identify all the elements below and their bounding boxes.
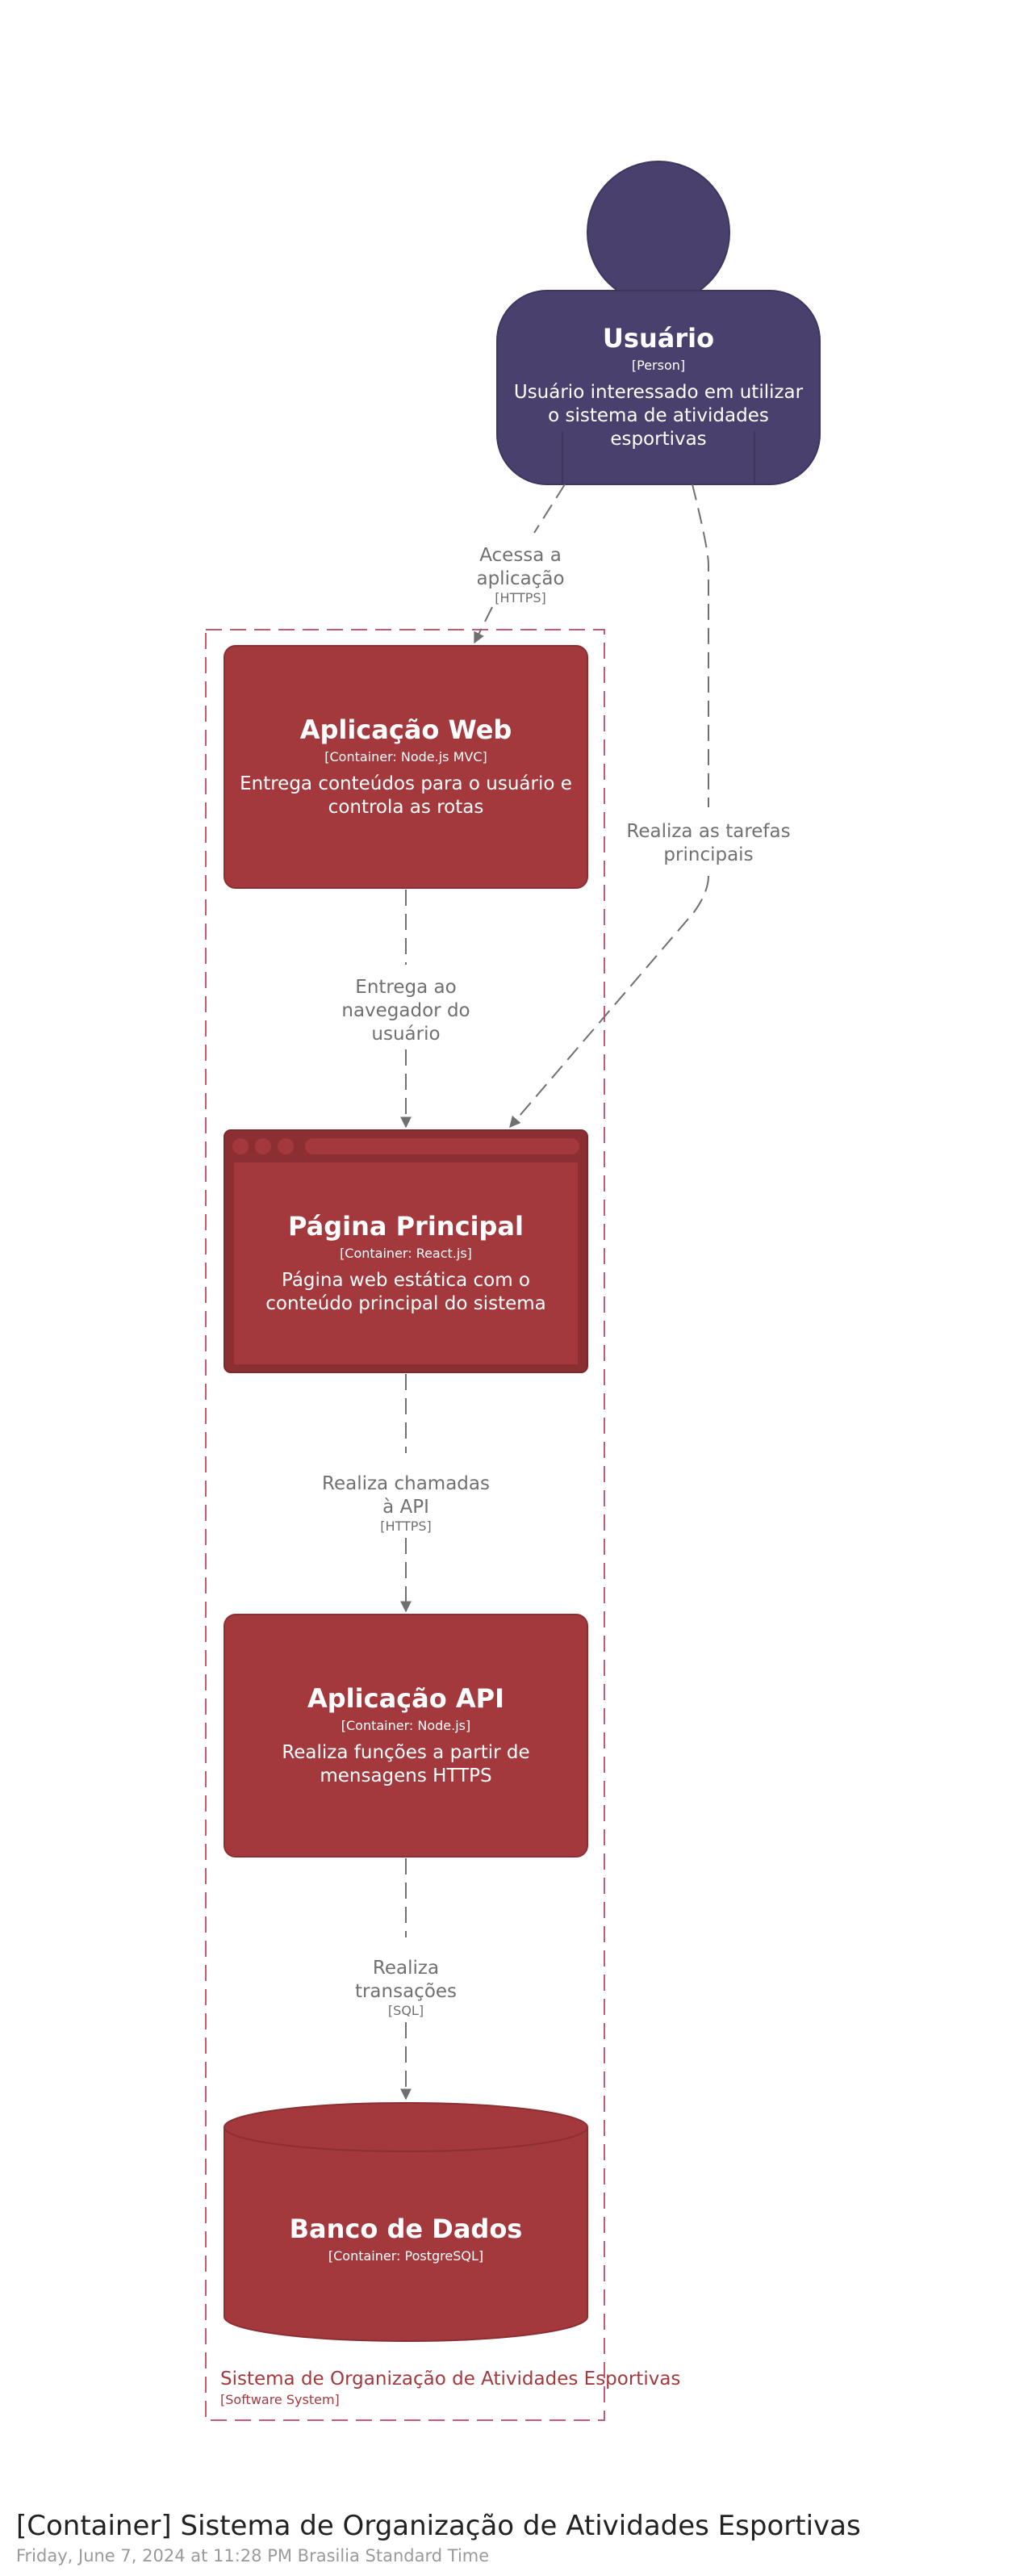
diagram-timestamp: Friday, June 7, 2024 at 11:28 PM Brasili… <box>16 2546 489 2566</box>
relationship-label: Entrega ao <box>355 977 456 998</box>
browser-address-bar <box>305 1138 579 1154</box>
database-cylinder-icon <box>224 2127 588 2342</box>
relationship-api-to-db: Realiza transações [SQL] <box>355 1858 457 2101</box>
browser-dot-icon <box>278 1138 294 1154</box>
relationship-tech: [HTTPS] <box>495 590 546 605</box>
main-page-description-line: conteúdo principal do sistema <box>265 1293 545 1314</box>
relationship-label: Realiza <box>373 1958 439 1979</box>
relationship-label: Realiza chamadas <box>322 1473 490 1494</box>
person-usuario[interactable]: Usuário [Person] Usuário interessado em … <box>496 161 821 485</box>
diagram-footer: [Container] Sistema de Organização de At… <box>16 2510 861 2566</box>
relationship-tech: [HTTPS] <box>380 1518 432 1534</box>
boundary-name: Sistema de Organização de Atividades Esp… <box>220 2369 680 2390</box>
web-app-name: Aplicação Web <box>300 714 512 745</box>
relationship-label: principais <box>663 844 753 865</box>
relationship-label: Acessa a <box>479 545 562 566</box>
relationship-page-to-api: Realiza chamadas à API [HTTPS] <box>322 1374 490 1613</box>
browser-dot-icon <box>255 1138 271 1154</box>
api-type: [Container: Node.js] <box>341 1718 471 1733</box>
main-page-type: [Container: React.js] <box>340 1246 472 1261</box>
boundary-type: [Software System] <box>220 2392 340 2407</box>
person-description-line: Usuário interessado em utilizar <box>514 382 804 403</box>
system-boundary: Sistema de Organização de Atividades Esp… <box>205 629 680 2421</box>
web-app-description-line: Entrega conteúdos para o usuário e <box>240 773 572 794</box>
relationship-label: Realiza as tarefas <box>626 821 790 842</box>
main-page-description-line: Página web estática com o <box>282 1270 530 1291</box>
api-description-line: Realiza funções a partir de <box>282 1742 529 1763</box>
container-api[interactable]: Aplicação API [Container: Node.js] Reali… <box>224 1614 588 1858</box>
person-description-line: esportivas <box>610 429 706 450</box>
relationship-label: usuário <box>371 1024 440 1045</box>
relationship-label: à API <box>382 1497 429 1518</box>
database-name: Banco de Dados <box>290 2214 523 2244</box>
container-main-page[interactable]: Página Principal [Container: React.js] P… <box>224 1129 588 1373</box>
browser-dot-icon <box>232 1138 249 1154</box>
relationship-label: transações <box>355 1981 457 2002</box>
api-name: Aplicação API <box>307 1683 504 1714</box>
relationship-person-to-web: Acessa a aplicação [HTTPS] <box>474 484 566 644</box>
person-type: [Person] <box>632 358 685 373</box>
api-description-line: mensagens HTTPS <box>320 1766 491 1786</box>
container-web-app[interactable]: Aplicação Web [Container: Node.js MVC] E… <box>224 645 588 889</box>
person-head-icon <box>587 161 730 304</box>
person-description-line: o sistema de atividades <box>548 405 769 426</box>
relationship-tech: [SQL] <box>388 2003 424 2018</box>
relationship-web-to-page: Entrega ao navegador do usuário <box>341 890 470 1129</box>
diagram-title: [Container] Sistema de Organização de At… <box>16 2510 861 2542</box>
database-type: [Container: PostgreSQL] <box>328 2248 483 2264</box>
container-database[interactable]: Banco de Dados [Container: PostgreSQL] <box>224 2102 588 2342</box>
web-app-type: [Container: Node.js MVC] <box>324 749 487 764</box>
relationship-label: aplicação <box>476 568 564 589</box>
person-name: Usuário <box>603 323 714 354</box>
main-page-name: Página Principal <box>288 1211 524 1242</box>
person-body <box>496 290 821 485</box>
relationship-person-to-page: Realiza as tarefas principais <box>509 484 791 1129</box>
web-app-description-line: controla as rotas <box>328 797 484 818</box>
relationship-label: navegador do <box>341 1000 470 1021</box>
